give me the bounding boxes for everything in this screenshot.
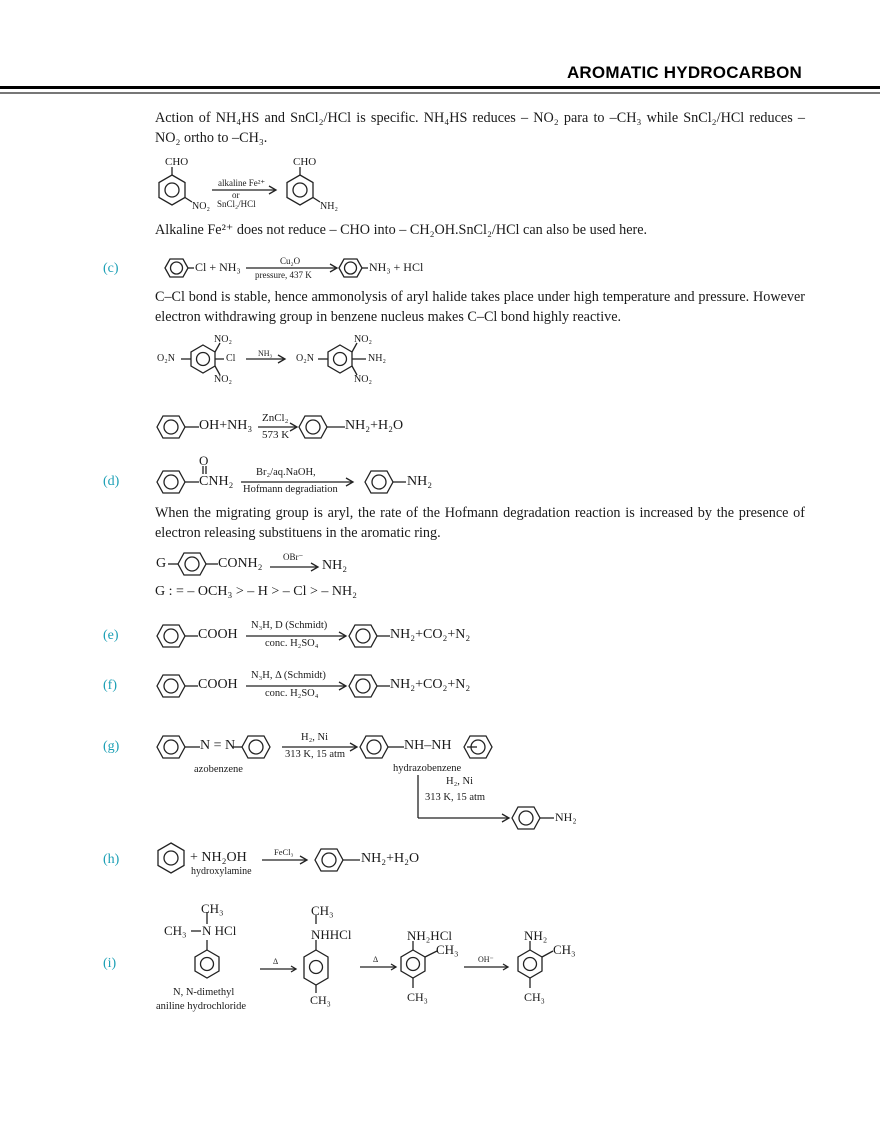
section-label-i: (i) xyxy=(103,956,117,971)
chapter-title: AROMATIC HYDROCARBON xyxy=(566,63,802,82)
section-label-h: (h) xyxy=(103,852,120,867)
reagent-top: Cu₂O xyxy=(280,256,301,266)
product: NH₂ xyxy=(322,558,348,573)
substituent-no2: NO₂ xyxy=(192,201,210,212)
reagent: OBr⁻ xyxy=(283,552,304,562)
s1-name-line1: N, N-dimethyl xyxy=(173,987,235,998)
final-product: NH₂ xyxy=(555,810,577,824)
nh2-product: NH₂ xyxy=(368,353,386,364)
no2-bottom-product: NO₂ xyxy=(354,374,372,385)
azobenzene-name: azobenzene xyxy=(194,764,243,775)
arrow2-delta: Δ xyxy=(373,955,379,964)
hydroxylamine-name: hydroxylamine xyxy=(191,866,252,877)
s3-nh2hcl: NH₂HCl xyxy=(407,928,452,943)
no2-top: NO₂ xyxy=(214,334,232,345)
reactant: COOH xyxy=(198,677,238,692)
reagent-top: ZnCl₂ xyxy=(262,412,289,424)
substituent-order: G : = – OCH₃ > – H > – Cl > – NH₂ xyxy=(155,584,357,599)
product-cho: CHO xyxy=(293,156,317,168)
azo-link: N = N xyxy=(200,738,236,753)
reagent: FeCl₃ xyxy=(274,847,294,857)
reagent-bottom: SnCl₂/HCl xyxy=(217,199,256,209)
arrow3-hydroxide: OH⁻ xyxy=(478,955,494,964)
reagent-top: N₃H, D (Schmidt) xyxy=(251,620,328,631)
reactant: COOH xyxy=(198,627,238,642)
s3-ch3-right: CH₃ xyxy=(436,942,459,957)
reagent: NH₃ xyxy=(258,349,273,358)
s2-ch3-top: CH₃ xyxy=(311,903,334,918)
intro-paragraph: Action of NH₄HS and SnCl₂/HCl is specifi… xyxy=(155,110,805,146)
product: NH₂+CO₂+N₂ xyxy=(390,627,471,642)
section-label-f: (f) xyxy=(103,678,117,693)
s4-ch3-bottom: CH₃ xyxy=(524,990,545,1004)
carbonyl-o: O xyxy=(199,453,209,468)
section-label-d: (d) xyxy=(103,474,120,489)
hydrazobenzene-name: hydrazobenzene xyxy=(393,763,462,774)
product: NH₂+H₂O xyxy=(361,851,420,866)
product: NH₂+H₂O xyxy=(345,418,404,433)
section-d-text: When the migrating group is aryl, the ra… xyxy=(155,505,805,541)
s1-n-hcl: N HCl xyxy=(202,923,237,938)
s3-ch3-bottom: CH₃ xyxy=(407,990,428,1004)
reagent-bottom: Hofmann degradiation xyxy=(243,484,338,495)
no2-bottom: NO₂ xyxy=(214,374,232,385)
reactant: CNH₂ xyxy=(199,474,234,489)
section-label-c: (c) xyxy=(103,261,119,276)
intro-note: Alkaline Fe²⁺ does not reduce – CHO into… xyxy=(155,222,648,238)
product-nh2: NH₂ xyxy=(320,201,338,212)
reactant: Cl + NH₃ xyxy=(195,260,241,274)
reagent-bottom: conc. H₂SO₄ xyxy=(265,638,319,649)
product: NH₂+CO₂+N₂ xyxy=(390,677,471,692)
substituent-cho: CHO xyxy=(165,156,189,168)
reagent-top: H₂, Ni xyxy=(301,732,328,743)
reagent-bottom: 573 K xyxy=(262,429,290,441)
o2n-left: O₂N xyxy=(157,353,175,364)
s2-ch3-bottom: CH₃ xyxy=(310,993,331,1007)
o2n-left-product: O₂N xyxy=(296,353,314,364)
reactant: + NH₂OH xyxy=(190,850,247,865)
s4-nh2: NH₂ xyxy=(524,928,548,943)
step2-reagent-bottom: 313 K, 15 atm xyxy=(425,792,486,803)
reagent-bottom: 313 K, 15 atm xyxy=(285,749,346,760)
header-rule xyxy=(0,86,880,89)
s1-ch3-left: CH₃ xyxy=(164,923,187,938)
hydrazo-link: NH–NH xyxy=(404,738,452,753)
s1-ch3-top: CH₃ xyxy=(201,901,224,916)
arrow1-delta: Δ xyxy=(273,957,279,966)
reagent-top: Br₂/aq.NaOH, xyxy=(256,467,316,478)
reagent-bottom: conc. H₂SO₄ xyxy=(265,688,319,699)
reagent-top: alkaline Fe²⁺ xyxy=(218,178,266,188)
section-label-g: (g) xyxy=(103,739,120,754)
header-rule-thin xyxy=(0,92,880,94)
s2-nhhcl: NHHCl xyxy=(311,927,352,942)
no2-top-product: NO₂ xyxy=(354,334,372,345)
reagent-bottom: pressure, 437 K xyxy=(255,270,312,280)
section-label-e: (e) xyxy=(103,628,119,643)
g-substituent: G xyxy=(156,556,167,571)
product: NH₂ xyxy=(407,474,433,489)
s1-name-line2: aniline hydrochloride xyxy=(156,1001,247,1012)
reagent-or: or xyxy=(232,190,240,200)
reactant: OH+NH₃ xyxy=(199,418,253,433)
step2-reagent-top: H₂, Ni xyxy=(446,776,473,787)
s4-ch3-right: CH₃ xyxy=(553,942,576,957)
product: NH₃ + HCl xyxy=(369,260,424,274)
cl: Cl xyxy=(226,353,236,364)
section-c-text: C–Cl bond is stable, hence ammonolysis o… xyxy=(155,289,805,325)
reagent-top: N₃H, Δ (Schmidt) xyxy=(251,670,326,681)
reactant: CONH₂ xyxy=(218,556,263,571)
